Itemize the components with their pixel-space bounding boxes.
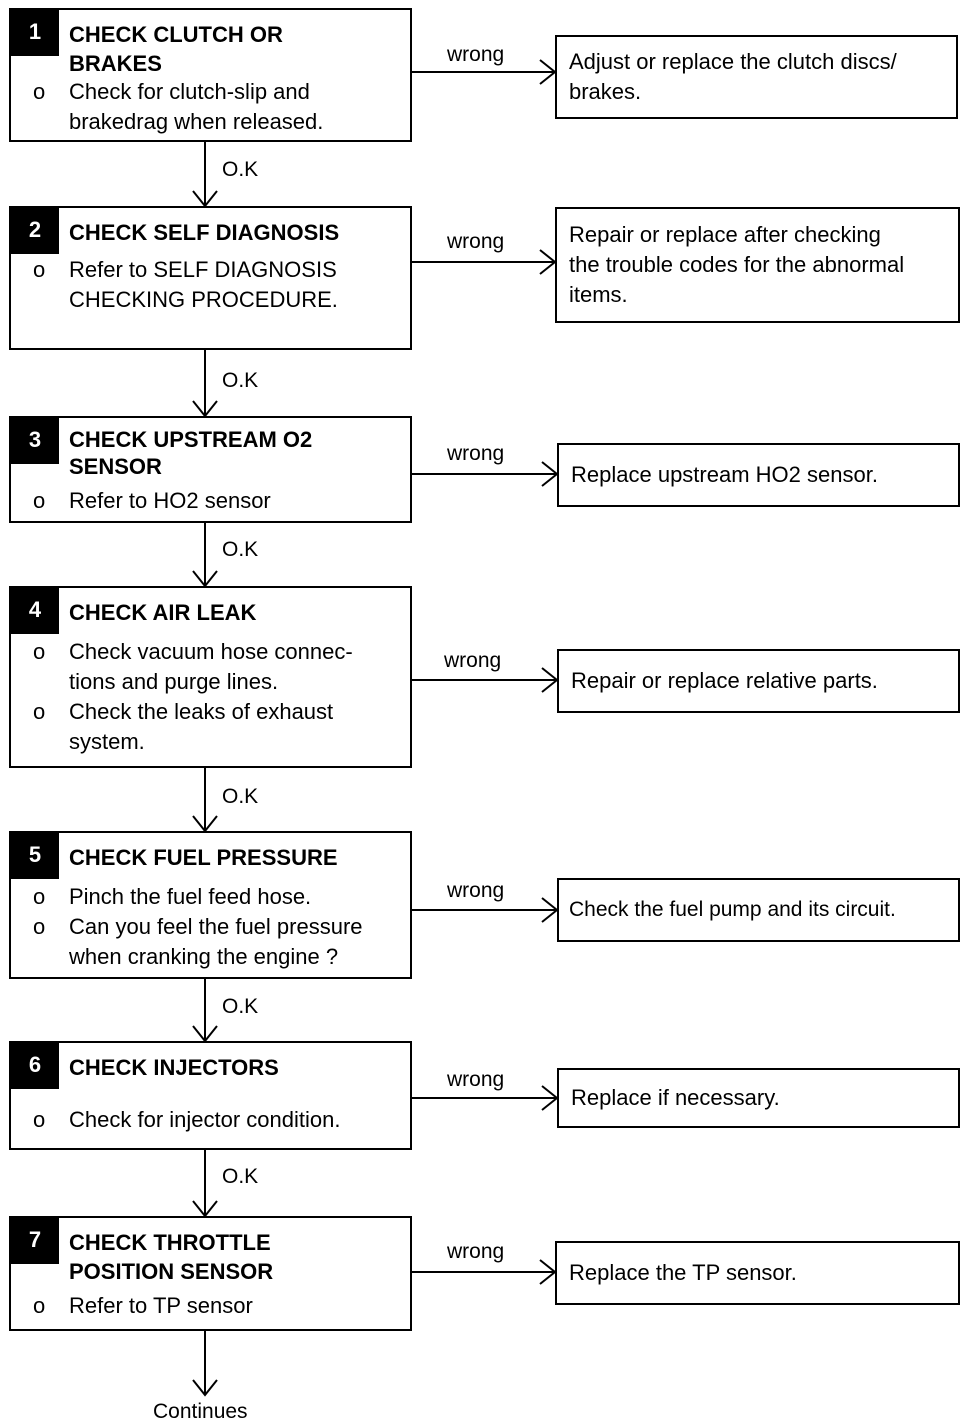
result-line: Replace the TP sensor. [569,1260,797,1285]
bullet-item: o Can you feel the fuel pressure when cra… [33,912,402,972]
bullet-item: o Check vacuum hose connec- tions and pur… [33,637,402,697]
step-7-title-line: POSITION SENSOR [69,1259,274,1284]
bullet-item: o Refer to SELF DIAGNOSIS CHECKING PROCED… [33,255,402,315]
result-line: Check the fuel pump and its circuit. [569,898,896,921]
bullet-marker: o [33,1293,46,1318]
result-line: Adjust or replace the clutch discs/ [569,49,897,74]
step-2-number: 2 [11,208,59,254]
step-4-box: 4 CHECK AIR LEAK o Check vacuum hose conn… [9,586,412,768]
result-line: Repair or replace after checking [569,222,881,247]
step-6-wrong-result: Replace if necessary. [557,1068,960,1128]
step-1-number: 1 [11,10,59,56]
continues-label: Continues [153,1400,248,1423]
step-2-title: CHECK SELF DIAGNOSIS [69,218,400,247]
step-4-wrong-result: Repair or replace relative parts. [557,649,960,713]
bullet-marker: o [33,639,46,664]
step-1-title-line: CHECK CLUTCH OR [69,22,283,47]
step-5-number: 5 [11,833,59,879]
step-2-box: 2 CHECK SELF DIAGNOSIS o Refer to SELF DI… [9,206,412,350]
bullet-marker: o [33,699,46,724]
bullet-item: o Check the leaks of exhaust system. [33,697,402,757]
step-3-number: 3 [11,418,59,464]
ok-label: O.K [222,995,259,1018]
step-1-title-line: BRAKES [69,51,162,76]
step-4-title: CHECK AIR LEAK [69,598,400,627]
step-2-bullets: o Refer to SELF DIAGNOSIS CHECKING PROCED… [33,255,402,315]
step-3-title-line: SENSOR [69,454,162,479]
step-5-title-line: CHECK FUEL PRESSURE [69,845,338,870]
wrong-label: wrong [447,43,505,66]
step-1-wrong-result: Adjust or replace the clutch discs/brake… [555,35,958,119]
step-7-title-line: CHECK THROTTLE [69,1230,271,1255]
bullet-item: o Refer to TP sensor [33,1291,402,1321]
result-line: Repair or replace relative parts. [571,668,878,693]
ok-label: O.K [222,158,259,181]
step-1-box: 1 CHECK CLUTCH OR BRAKES o Check for clut… [9,8,412,142]
step-6-title: CHECK INJECTORS [69,1053,400,1082]
step-6-bullets: o Check for injector condition. [33,1105,402,1135]
bullet-text: Can you feel the fuel pressure when cran… [69,914,363,969]
bullet-item: o Check for clutch-slip and brakedrag whe… [33,77,402,137]
bullet-marker: o [33,79,46,104]
bullet-text: Check the leaks of exhaust system. [69,699,334,754]
bullet-marker: o [33,1107,46,1132]
step-1-title: CHECK CLUTCH OR BRAKES [69,20,400,78]
step-7-bullets: o Refer to TP sensor [33,1291,402,1321]
wrong-label: wrong [447,442,505,465]
step-7-number: 7 [11,1218,59,1264]
step-4-title-line: CHECK AIR LEAK [69,600,257,625]
step-3-box: 3 CHECK UPSTREAM O2 SENSOR o Refer to HO2… [9,416,412,523]
step-5-wrong-result: Check the fuel pump and its circuit. [557,878,960,942]
bullet-text: Check vacuum hose connec- tions and purg… [69,639,353,694]
bullet-marker: o [33,884,46,909]
step-3-wrong-result: Replace upstream HO2 sensor. [557,443,960,507]
step-7-wrong-result: Replace the TP sensor. [555,1241,960,1305]
step-7-box: 7 CHECK THROTTLE POSITION SENSOR o Refer … [9,1216,412,1331]
bullet-item: o Refer to HO2 sensor [33,486,402,516]
wrong-label: wrong [444,649,502,672]
wrong-label: wrong [447,230,505,253]
result-line: Replace upstream HO2 sensor. [571,462,878,487]
wrong-label: wrong [447,1068,505,1091]
bullet-text: Refer to SELF DIAGNOSIS CHECKING PROCEDU… [69,257,338,312]
ok-label: O.K [222,1165,259,1188]
bullet-text: Check for injector condition. [69,1107,341,1132]
step-5-box: 5 CHECK FUEL PRESSURE o Pinch the fuel fe… [9,831,412,979]
step-5-title: CHECK FUEL PRESSURE [69,843,400,872]
result-line: brakes. [569,79,642,104]
step-7-title: CHECK THROTTLE POSITION SENSOR [69,1228,400,1286]
ok-label: O.K [222,785,259,808]
bullet-marker: o [33,914,46,939]
bullet-text: Refer to TP sensor [69,1293,253,1318]
step-4-number: 4 [11,588,59,634]
step-3-bullets: o Refer to HO2 sensor [33,486,402,516]
step-3-title: CHECK UPSTREAM O2 SENSOR [69,426,400,480]
result-line: items. [569,282,628,307]
bullet-marker: o [33,488,46,513]
bullet-marker: o [33,257,46,282]
result-line: Replace if necessary. [571,1085,780,1110]
bullet-text: Refer to HO2 sensor [69,488,271,513]
bullet-item: o Pinch the fuel feed hose. [33,882,402,912]
step-2-title-line: CHECK SELF DIAGNOSIS [69,220,340,245]
bullet-item: o Check for injector condition. [33,1105,402,1135]
bullet-text: Check for clutch-slip and brakedrag when… [69,79,324,134]
step-4-bullets: o Check vacuum hose connec- tions and pur… [33,637,402,757]
step-6-title-line: CHECK INJECTORS [69,1055,279,1080]
ok-label: O.K [222,369,259,392]
step-3-title-line: CHECK UPSTREAM O2 [69,427,313,452]
step-2-wrong-result: Repair or replace after checking the trou… [555,207,960,323]
bullet-text: Pinch the fuel feed hose. [69,884,312,909]
step-1-bullets: o Check for clutch-slip and brakedrag whe… [33,77,402,137]
result-line: the trouble codes for the abnormal [569,252,905,277]
ok-label: O.K [222,538,259,561]
step-6-number: 6 [11,1043,59,1089]
wrong-label: wrong [447,879,505,902]
wrong-label: wrong [447,1240,505,1263]
step-6-box: 6 CHECK INJECTORS o Check for injector co… [9,1041,412,1150]
